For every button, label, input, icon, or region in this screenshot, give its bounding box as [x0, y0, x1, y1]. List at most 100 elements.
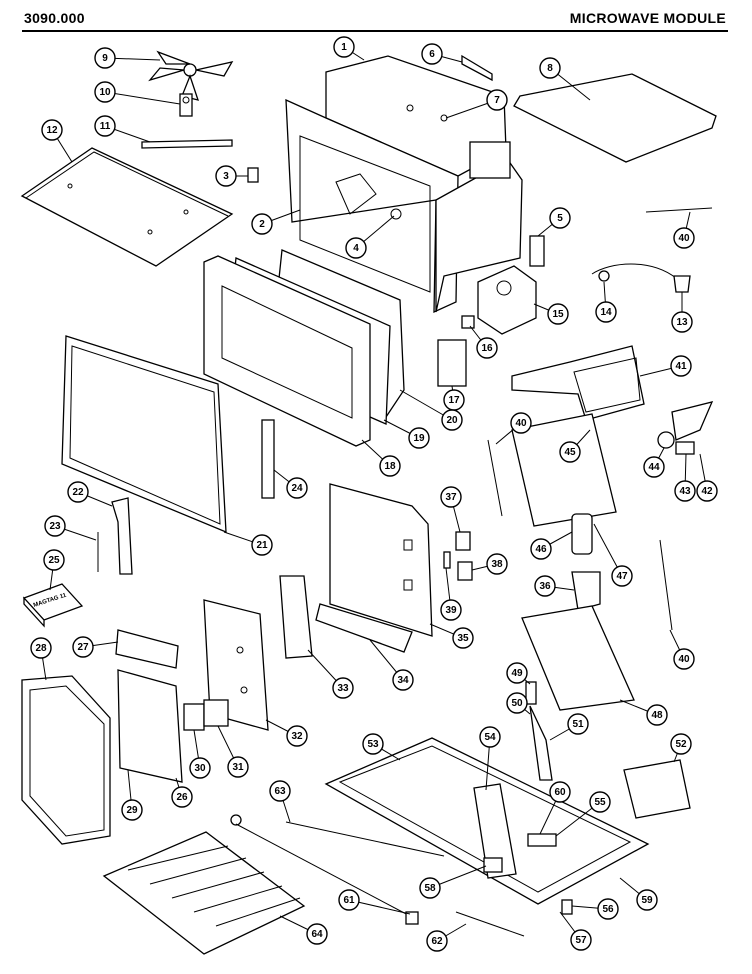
- callout-bubble: [44, 515, 66, 537]
- callout-number: 11: [100, 121, 111, 132]
- magnetron: [477, 265, 537, 335]
- callout-number: 63: [274, 786, 286, 797]
- callout-bubble: [547, 303, 569, 325]
- terminal: [561, 899, 573, 915]
- callout-bubble: [452, 627, 474, 649]
- callout-number: 55: [594, 797, 606, 808]
- callout-bubble: [338, 889, 360, 911]
- callout-40: 40: [673, 227, 695, 249]
- fan-duct: [511, 345, 645, 421]
- callout-bubble: [670, 355, 692, 377]
- fan-motor: [657, 401, 714, 455]
- callout-bubble: [332, 677, 354, 699]
- callout-number: 53: [367, 739, 379, 750]
- callout-bubble: [486, 89, 508, 111]
- callout-25: 25: [43, 549, 65, 571]
- callout-40: 40: [673, 648, 695, 670]
- callout-number: 32: [291, 731, 303, 742]
- waveguide-cover: [511, 413, 617, 527]
- switch-assembly: [525, 681, 553, 781]
- callout-47: 47: [611, 565, 633, 587]
- callout-56: 56: [597, 898, 619, 920]
- callout-number: 28: [35, 643, 47, 654]
- callout-bubble: [440, 599, 462, 621]
- callout-number: 17: [448, 395, 460, 406]
- callout-10: 10: [94, 81, 116, 103]
- callout-number: 2: [259, 219, 265, 230]
- callout-53: 53: [362, 733, 384, 755]
- oven-cavity: [285, 55, 523, 314]
- motor-bracket: [179, 93, 193, 117]
- callout-number: 29: [126, 805, 138, 816]
- callout-42: 42: [696, 480, 718, 502]
- callout-bubble: [476, 337, 498, 359]
- transformer: [623, 759, 691, 819]
- callout-55: 55: [589, 791, 611, 813]
- callout-bubble: [589, 791, 611, 813]
- callout-bubble: [506, 692, 528, 714]
- callout-bubble: [643, 456, 665, 478]
- callout-bubble: [696, 480, 718, 502]
- callout-bubble: [286, 477, 308, 499]
- callout-number: 6: [429, 49, 435, 60]
- overlay-strip: [115, 629, 179, 669]
- callout-number: 64: [311, 929, 323, 940]
- callout-bubble: [636, 889, 658, 911]
- leader-line-10: [104, 91, 181, 105]
- callout-number: 4: [353, 243, 359, 254]
- callout-bubble: [673, 227, 695, 249]
- model-code: 3090.000: [24, 10, 85, 26]
- hinge: [261, 419, 275, 499]
- callout-number: 42: [701, 486, 713, 497]
- callout-number: 12: [46, 125, 58, 136]
- callout-bubble: [408, 427, 430, 449]
- callout-number: 40: [678, 654, 690, 665]
- callout-number: 48: [651, 710, 663, 721]
- callout-59: 59: [636, 889, 658, 911]
- callout-bubble: [251, 534, 273, 556]
- callout-24: 24: [286, 477, 308, 499]
- bracket-top: [461, 54, 493, 82]
- callout-40: 40: [510, 412, 532, 434]
- callout-bubble: [94, 81, 116, 103]
- callout-number: 40: [515, 418, 527, 429]
- callout-number: 37: [445, 492, 457, 503]
- small-bracket: [529, 235, 545, 267]
- callout-number: 30: [194, 763, 206, 774]
- parts-box: MAGTAG 11: [22, 583, 84, 628]
- callout-11: 11: [94, 115, 116, 137]
- callout-13: 13: [671, 311, 693, 333]
- callout-33: 33: [332, 677, 354, 699]
- callout-1: 1: [333, 36, 355, 58]
- callout-number: 51: [572, 719, 584, 730]
- callout-51: 51: [567, 713, 589, 735]
- callout-43: 43: [674, 480, 696, 502]
- rod-lower: [455, 911, 525, 937]
- callout-17: 17: [443, 389, 465, 411]
- callout-number: 26: [176, 792, 188, 803]
- callout-bubbles: 1234567891011121314151617181920212223242…: [30, 36, 718, 952]
- callout-bubble: [421, 43, 443, 65]
- callout-number: 8: [547, 63, 553, 74]
- fuse-block: [483, 857, 503, 873]
- callout-bubble: [567, 713, 589, 735]
- callout-number: 23: [49, 521, 61, 532]
- callout-61: 61: [338, 889, 360, 911]
- callout-number: 34: [397, 675, 409, 686]
- mounting-rod: [141, 139, 233, 149]
- gasket-strip-right: [659, 539, 673, 631]
- callout-bubble: [426, 930, 448, 952]
- callout-bubble: [286, 725, 308, 747]
- callout-62: 62: [426, 930, 448, 952]
- fuse-holder: [457, 561, 473, 581]
- callout-6: 6: [421, 43, 443, 65]
- callout-number: 7: [494, 95, 500, 106]
- callout-bubble: [539, 57, 561, 79]
- callout-number: 21: [256, 540, 268, 551]
- callout-bubble: [333, 36, 355, 58]
- callout-number: 31: [232, 762, 244, 773]
- callout-2: 2: [251, 213, 273, 235]
- callout-46: 46: [530, 538, 552, 560]
- callout-number: 38: [491, 559, 503, 570]
- callout-29: 29: [121, 799, 143, 821]
